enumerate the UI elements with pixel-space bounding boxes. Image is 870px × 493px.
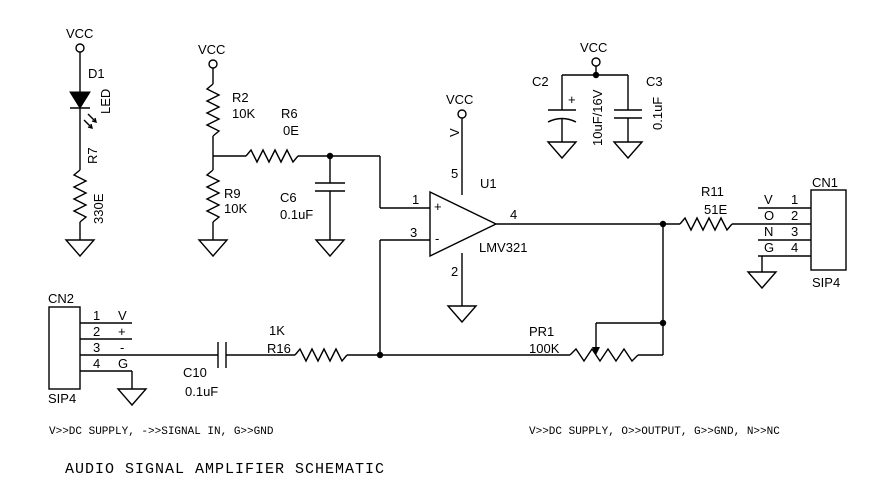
capacitor-c2-plate (547, 117, 577, 123)
resistor-r9 (205, 169, 221, 223)
pr1-ref: PR1 (529, 324, 554, 339)
cn1-pin-num: 3 (791, 224, 798, 239)
cn1-pin-name: N (764, 224, 773, 239)
c2-ref: C2 (532, 74, 549, 89)
ground-symbol-u1 (446, 305, 478, 324)
r2-ref: R2 (232, 90, 249, 105)
cn1-type: SIP4 (812, 275, 840, 290)
r16-value: 1K (269, 323, 285, 338)
u1-plus-sign: + (434, 199, 442, 214)
r9-ref: R9 (224, 186, 241, 201)
cn2-pin-num: 3 (93, 340, 100, 355)
r6-value: 0E (283, 123, 299, 138)
vcc-terminal-d1 (75, 43, 85, 53)
u1-pin1: 1 (412, 192, 419, 207)
cn2-pin-name: - (120, 340, 124, 355)
page-title: AUDIO SIGNAL AMPLIFIER SCHEMATIC (65, 461, 385, 478)
opamp-u1: VCC V 5 + - 1 3 4 2 U1 LMV321 (379, 92, 527, 355)
pr1-wiper-arrow (592, 347, 600, 355)
led-branch: VCC D1 LED R7 330E (64, 26, 113, 258)
output-path: R11 51E CN1 SIP4 V O N G 1 2 3 4 (496, 175, 847, 290)
ground-symbol-c3 (612, 141, 644, 160)
vcc-label-u1: VCC (446, 92, 473, 107)
vcc-terminal-u1 (457, 109, 467, 119)
ground-symbol-d1 (64, 239, 96, 258)
resistor-r6 (245, 148, 299, 164)
vcc-terminal-decoupling (591, 57, 601, 67)
u1-pin4: 4 (510, 207, 517, 222)
cn2-pin-num: 1 (93, 308, 100, 323)
u1-ref: U1 (480, 176, 497, 191)
ground-symbol-c2 (546, 141, 578, 160)
input-path: CN2 SIP4 1 2 3 4 V + - G C10 0.1uF 1K R1… (48, 291, 384, 407)
cn2-pin-num: 2 (93, 324, 100, 339)
r11-ref: R11 (701, 184, 724, 199)
cn2-ref: CN2 (48, 291, 74, 306)
cn2-pin-name: V (118, 308, 127, 323)
vcc-label-r2: VCC (198, 42, 225, 57)
ground-symbol-r9 (197, 239, 229, 258)
cn2-pin-name: + (118, 324, 126, 339)
cn1-note: V>>DC SUPPLY, O>>OUTPUT, G>>GND, N>>NC (529, 426, 780, 438)
d1-value: LED (98, 89, 113, 114)
cn2-note: V>>DC SUPPLY, ->>SIGNAL IN, G>>GND (49, 426, 274, 438)
vcc-label-d1: VCC (66, 26, 93, 41)
u1-minus-sign: - (435, 231, 439, 246)
connector-cn2-body (48, 306, 81, 390)
d1-ref: D1 (88, 66, 105, 81)
potentiometer-pr1 (569, 347, 639, 363)
bias-divider: VCC R2 10K R9 10K R6 0E C6 0.1uF (197, 42, 430, 258)
u1-pin5: 5 (451, 166, 458, 181)
r7-ref: R7 (85, 147, 100, 164)
r6-ref: R6 (281, 106, 298, 121)
r9-value: 10K (224, 201, 247, 216)
resistor-r7 (72, 169, 88, 223)
r2-value: 10K (232, 106, 255, 121)
r11-value: 51E (704, 202, 727, 217)
cn1-pin-name: V (764, 192, 773, 207)
pr1-value: 100K (529, 341, 560, 356)
cn2-pin-name: G (118, 356, 128, 371)
r7-value: 330E (91, 193, 106, 224)
u1-vplus-label: V (447, 128, 462, 137)
c3-value: 0.1uF (650, 97, 665, 130)
feedback-path: PR1 100K (380, 224, 667, 363)
decoupling-caps: VCC + C2 10uF/16V C3 0.1uF (532, 40, 665, 160)
resistor-r2 (205, 83, 221, 137)
led-d1-symbol (69, 91, 97, 129)
c10-ref: C10 (183, 365, 207, 380)
ground-symbol-cn2 (116, 388, 148, 407)
c2-value: 10uF/16V (590, 89, 605, 146)
cn1-ref: CN1 (812, 175, 838, 190)
c2-polarity: + (568, 92, 576, 107)
r16-ref: R16 (267, 341, 291, 356)
resistor-r16 (294, 347, 348, 363)
u1-pin2: 2 (451, 264, 458, 279)
resistor-r11 (679, 216, 733, 232)
cn1-pin-name: O (764, 208, 774, 223)
ground-symbol-cn1 (746, 271, 778, 290)
opamp-u1-body (429, 190, 498, 258)
cn2-pin-num: 4 (93, 356, 100, 371)
vcc-label-decoupling: VCC (580, 40, 607, 55)
c6-ref: C6 (280, 190, 297, 205)
ground-symbol-c6 (314, 239, 346, 258)
u1-pin3: 3 (410, 225, 417, 240)
c10-value: 0.1uF (185, 384, 218, 399)
u1-value: LMV321 (479, 240, 527, 255)
cn2-type: SIP4 (48, 391, 76, 406)
cn1-pin-num: 1 (791, 192, 798, 207)
cn1-pin-name: G (764, 240, 774, 255)
vcc-terminal-r2 (208, 59, 218, 69)
c3-ref: C3 (646, 74, 663, 89)
cn1-pin-num: 2 (791, 208, 798, 223)
junction-dot (376, 351, 384, 359)
connector-cn1-body (810, 189, 847, 271)
c6-value: 0.1uF (280, 207, 313, 222)
cn1-pin-num: 4 (791, 240, 798, 255)
